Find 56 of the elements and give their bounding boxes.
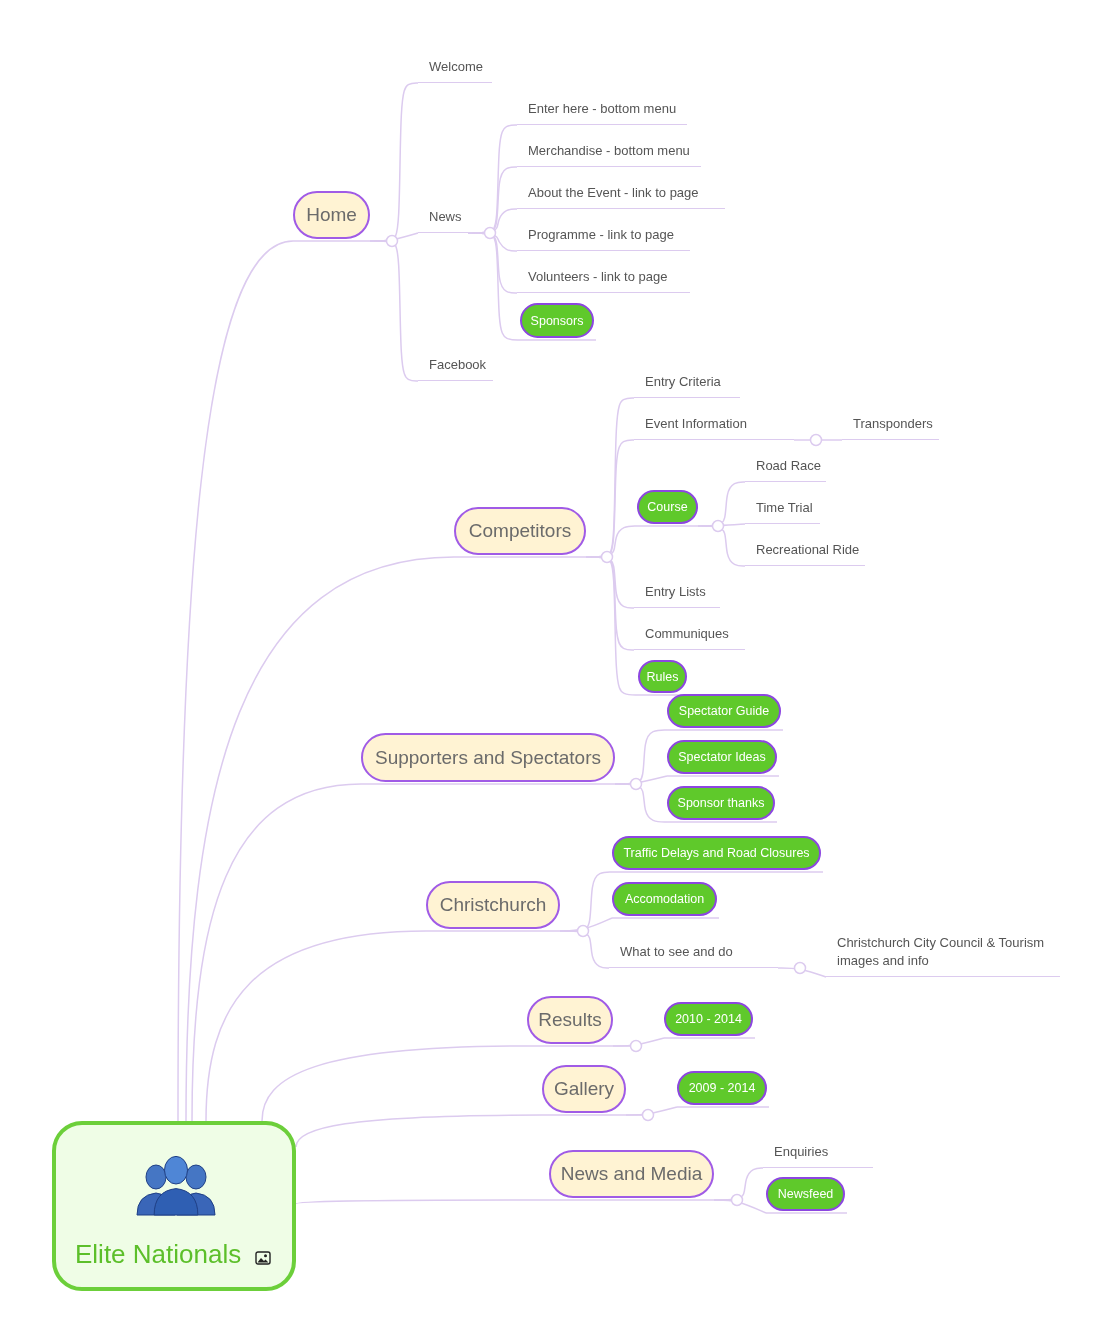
branch-line (191, 783, 362, 1122)
subtopic-pill: Newsfeed (766, 1177, 845, 1211)
branch-label: Event Information (634, 412, 794, 440)
branch-label: Programme - link to page (517, 223, 690, 251)
topic-pill: Supporters and Spectators (361, 733, 615, 782)
branch-line (185, 556, 455, 1122)
branch-label: Merchandise - bottom menu (517, 139, 701, 167)
branch-label: About the Event - link to page (517, 181, 725, 209)
branch-label: Enquiries (763, 1140, 873, 1168)
subtopic-pill: Traffic Delays and Road Closures (612, 836, 821, 870)
branch-line (177, 240, 294, 1122)
branch-line (205, 930, 427, 1122)
branch-label: Welcome (418, 55, 492, 83)
branch-label: Time Trial (745, 496, 820, 524)
branch-label: Communiques (634, 622, 745, 650)
branch-label: Road Race (745, 454, 826, 482)
topic-pill: Competitors (454, 507, 586, 555)
branch-label: Entry Criteria (634, 370, 740, 398)
branch-label: Volunteers - link to page (517, 265, 690, 293)
branch-line (261, 1045, 528, 1122)
branch-line (585, 556, 639, 696)
subtopic-pill: Sponsors (520, 303, 594, 338)
topic-pill: Home (293, 191, 370, 239)
branch-line (793, 439, 843, 441)
subtopic-pill: 2010 - 2014 (664, 1002, 753, 1036)
branch-label: Facebook (418, 353, 493, 381)
branch-line (614, 783, 668, 823)
branch-label: Christchurch City Council & Tourism images and info (826, 931, 1060, 977)
branch-label: Transponders (842, 412, 939, 440)
branch-line (713, 1199, 767, 1214)
branch-label: Entry Lists (634, 580, 720, 608)
subtopic-pill: Rules (638, 660, 687, 693)
branch-line (777, 967, 827, 978)
subtopic-pill: Course (637, 490, 698, 524)
branch-line (369, 240, 419, 382)
branch-line (559, 930, 610, 969)
branch-line (625, 1106, 678, 1116)
topic-pill: Gallery (542, 1065, 626, 1113)
branch-line (612, 1037, 665, 1047)
root-card (52, 1121, 296, 1291)
topic-pill: News and Media (549, 1150, 714, 1198)
root-title: Elite Nationals (75, 1239, 242, 1270)
subtopic-pill: 2009 - 2014 (677, 1071, 767, 1105)
branch-line (295, 1199, 550, 1205)
subtopic-pill: Accomodation (612, 882, 717, 916)
branch-label: News (418, 205, 468, 233)
subtopic-pill: Spectator Guide (667, 694, 781, 728)
subtopic-pill: Sponsor thanks (667, 786, 775, 820)
subtopic-pill: Spectator Ideas (667, 740, 777, 774)
branch-line (697, 525, 746, 567)
branch-label: Enter here - bottom menu (517, 97, 687, 125)
topic-pill: Christchurch (426, 881, 560, 929)
branch-line (295, 1114, 543, 1148)
branch-label: Recreational Ride (745, 538, 865, 566)
topic-pill: Results (527, 996, 613, 1044)
branch-label: What to see and do (609, 940, 778, 968)
